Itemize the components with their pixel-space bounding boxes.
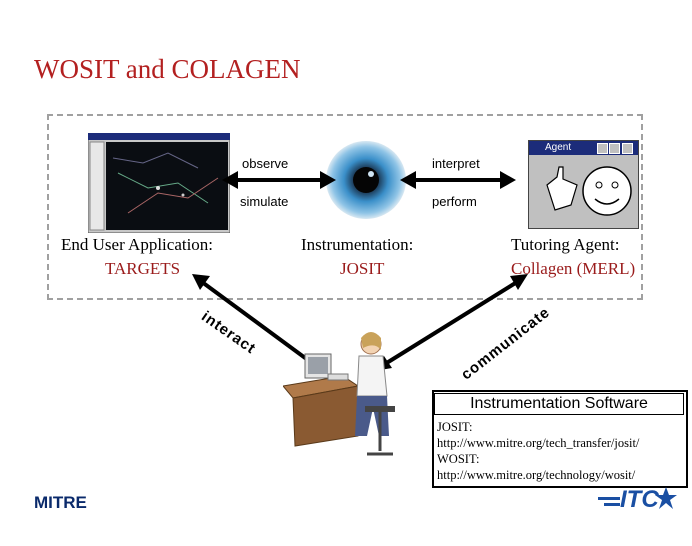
mitre-logo: MITRE <box>34 493 87 512</box>
close-icon[interactable] <box>622 143 633 154</box>
pointing-hand-icon <box>546 166 578 211</box>
communicate-arc-label: communicate <box>458 303 554 384</box>
instrumentation-name: JOSIT <box>340 259 385 278</box>
itc-logo-bar <box>604 503 620 506</box>
communicate-arrowhead-icon <box>510 274 528 290</box>
tutoring-name: Collagen (MERL) <box>511 259 636 278</box>
simulate-label: simulate <box>240 194 289 209</box>
agent-window-titlebar: Agent <box>529 141 638 155</box>
right-arrowhead-icon <box>400 171 416 189</box>
left-arrowhead-icon <box>320 171 336 189</box>
chair-seat <box>365 406 395 412</box>
itc-logo-bar <box>598 497 620 500</box>
agent-window: Agent <box>528 140 639 229</box>
person-hair <box>361 332 381 350</box>
system-boundary-box <box>47 114 643 300</box>
perform-label: perform <box>432 194 477 209</box>
smiley-face-icon <box>582 166 632 216</box>
agent-graphics <box>546 166 632 216</box>
end-user-name: TARGETS <box>105 259 181 278</box>
person-shirt <box>356 355 388 397</box>
right-arrowhead-icon <box>500 171 516 189</box>
instrumentation-heading: Instrumentation: <box>301 235 414 254</box>
wosit-url-link[interactable]: http://www.mitre.org/technology/wosit/ <box>437 468 636 482</box>
left-arrowhead-icon <box>222 171 238 189</box>
interact-arrow-line <box>200 280 314 365</box>
interaction-arrows <box>222 171 516 189</box>
user-at-desk-illustration <box>283 332 395 456</box>
keyboard-icon <box>327 373 349 381</box>
josit-url-link[interactable]: http://www.mitre.org/tech_transfer/josit… <box>437 436 640 450</box>
interpret-label: interpret <box>432 156 480 171</box>
interact-arc-label: interact <box>198 308 259 358</box>
maximize-icon[interactable] <box>609 143 620 154</box>
itc-star-icon <box>655 487 677 509</box>
person-legs <box>355 396 389 436</box>
itc-logo: ITC <box>620 486 659 513</box>
interact-arrowhead-icon <box>192 274 210 290</box>
josit-label: JOSIT: <box>437 420 473 434</box>
instrumentation-software-box <box>432 390 688 488</box>
tutoring-heading: Tutoring Agent: <box>511 235 620 254</box>
page-title: WOSIT and COLAGEN <box>34 54 301 84</box>
end-user-heading: End User Application: <box>61 235 214 254</box>
targets-app-screenshot <box>88 133 230 233</box>
eye-icon <box>326 141 406 219</box>
observe-label: observe <box>242 156 289 171</box>
minimize-icon[interactable] <box>597 143 608 154</box>
communicate-arrow-line <box>383 280 519 366</box>
instrumentation-software-title: Instrumentation Software <box>434 393 684 415</box>
wosit-label: WOSIT: <box>437 452 480 466</box>
agent-window-title: Agent <box>545 142 572 153</box>
